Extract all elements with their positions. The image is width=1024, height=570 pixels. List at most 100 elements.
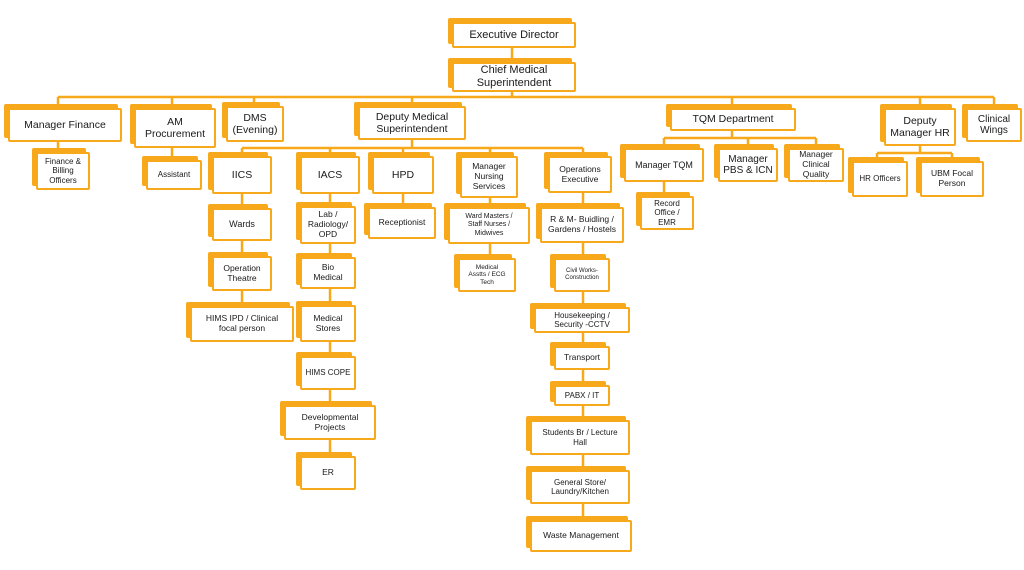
box-label: DMS (Evening) (232, 111, 278, 136)
box-label: ER (322, 467, 334, 478)
box-label: Students Br / Lecture Hall (542, 428, 618, 447)
box-label: Manager TQM (635, 159, 693, 170)
org-box-record-office: Record Office / EMR (636, 192, 694, 230)
box-face: ER (300, 456, 356, 490)
box-face: Chief Medical Superintendent (452, 62, 576, 92)
box-face: AM Procurement (134, 108, 216, 148)
box-label: Clinical Wings (977, 113, 1011, 137)
box-label: HIMS IPD / Clinical focal person (205, 313, 279, 333)
box-face: IACS (300, 156, 360, 194)
box-face: Receptionist (368, 207, 436, 239)
box-face: Civil Works- Construction (554, 258, 610, 292)
org-box-assistant: Assistant (142, 156, 202, 190)
box-label: Medical Asstts / ECG Tech (468, 263, 506, 286)
box-face: Operations Executive (548, 156, 612, 193)
box-face: DMS (Evening) (226, 106, 284, 142)
box-label: Operations Executive (559, 163, 601, 184)
box-label: General Store/ Laundry/Kitchen (551, 477, 609, 496)
box-face: Bio Medical (300, 257, 356, 289)
box-label: Finance & Billing Officers (44, 157, 82, 185)
box-face: Executive Director (452, 22, 576, 48)
box-label: UBM Focal Person (930, 168, 974, 188)
org-box-hims-cope: HIMS COPE (296, 352, 356, 390)
org-box-tqm-dept: TQM Department (666, 104, 796, 131)
box-label: Executive Director (469, 28, 559, 41)
box-face: Clinical Wings (966, 108, 1022, 142)
org-box-hpd: HPD (368, 152, 434, 194)
box-label: IICS (231, 168, 253, 181)
box-face: Developmental Projects (284, 405, 376, 440)
org-box-ubm-focal: UBM Focal Person (916, 157, 984, 197)
box-label: Manager Nursing Services (472, 161, 506, 191)
box-label: IACS (317, 168, 343, 181)
box-label: Civil Works- Construction (565, 268, 599, 281)
box-face: Deputy Medical Superintendent (358, 106, 466, 140)
box-face: Manager TQM (624, 148, 704, 182)
box-face: HIMS COPE (300, 356, 356, 390)
box-face: Manager Clinical Quality (788, 148, 844, 182)
box-face: Record Office / EMR (640, 196, 694, 230)
box-label: HR Officers (859, 174, 901, 184)
org-box-manager-nursing: Manager Nursing Services (456, 152, 518, 198)
org-box-manager-pbs: Manager PBS & ICN (714, 144, 778, 182)
org-box-transport: Transport (550, 342, 610, 370)
box-label: Wards (229, 219, 255, 230)
box-face: Manager Finance (8, 108, 122, 142)
org-box-hr-officers: HR Officers (848, 157, 908, 197)
box-face: UBM Focal Person (920, 161, 984, 197)
org-box-waste-mgmt: Waste Management (526, 516, 632, 552)
box-face: Manager Nursing Services (460, 156, 518, 198)
box-label: Transport (563, 352, 601, 363)
box-face: General Store/ Laundry/Kitchen (530, 470, 630, 504)
org-box-deputy-hr: Deputy Manager HR (880, 104, 956, 146)
box-label: AM Procurement (144, 115, 206, 140)
org-box-operations-exec: Operations Executive (544, 152, 612, 193)
org-box-er: ER (296, 452, 356, 490)
org-box-developmental-projects: Developmental Projects (280, 401, 376, 440)
box-face: Students Br / Lecture Hall (530, 420, 630, 455)
box-label: Deputy Medical Superintendent (375, 110, 449, 135)
box-face: Assistant (146, 160, 202, 190)
org-box-manager-clinical: Manager Clinical Quality (784, 144, 844, 182)
box-face: Housekeeping / Security -CCTV (534, 307, 630, 333)
box-face: R & M- Buidling / Gardens / Hostels (540, 207, 624, 243)
box-label: Housekeeping / Security -CCTV (554, 310, 610, 329)
org-box-bio-medical: Bio Medical (296, 253, 356, 289)
box-label: Manager Finance (24, 118, 106, 131)
org-box-students-br: Students Br / Lecture Hall (526, 416, 630, 455)
org-box-dms: DMS (Evening) (222, 102, 284, 142)
org-box-manager-finance: Manager Finance (4, 104, 122, 142)
box-face: Finance & Billing Officers (36, 152, 90, 190)
box-label: Receptionist (378, 217, 426, 228)
org-box-deputy-ms: Deputy Medical Superintendent (354, 102, 466, 140)
org-box-ward-masters: Ward Masters / Staff Nurses / Midwives (444, 203, 530, 244)
box-label: Lab / Radiology/ OPD (307, 209, 349, 239)
box-label: Manager PBS & ICN (723, 153, 773, 177)
box-face: Medical Asstts / ECG Tech (458, 258, 516, 292)
box-label: PABX / IT (564, 390, 600, 400)
box-label: Chief Medical Superintendent (476, 64, 552, 89)
box-label: Manager Clinical Quality (799, 149, 833, 179)
box-face: Waste Management (530, 520, 632, 552)
org-box-cms: Chief Medical Superintendent (448, 58, 576, 92)
org-box-manager-tqm: Manager TQM (620, 144, 704, 182)
org-box-lab-radiology: Lab / Radiology/ OPD (296, 202, 356, 244)
org-box-iacs: IACS (296, 152, 360, 194)
box-label: Bio Medical (313, 262, 343, 282)
box-face: IICS (212, 156, 272, 194)
box-face: HPD (372, 156, 434, 194)
box-face: HIMS IPD / Clinical focal person (190, 306, 294, 342)
org-box-pabx: PABX / IT (550, 381, 610, 406)
box-label: R & M- Buidling / Gardens / Hostels (547, 214, 617, 234)
box-label: Record Office / EMR (654, 199, 680, 227)
box-label: Assistant (157, 170, 191, 180)
box-label: HPD (391, 168, 415, 181)
org-box-general-store: General Store/ Laundry/Kitchen (526, 466, 630, 504)
box-label: TQM Department (692, 113, 774, 126)
box-label: Ward Masters / Staff Nurses / Midwives (465, 213, 513, 237)
box-label: Operation Theatre (223, 262, 261, 283)
box-face: Ward Masters / Staff Nurses / Midwives (448, 207, 530, 244)
org-box-clinical-wings: Clinical Wings (962, 104, 1022, 142)
box-face: Operation Theatre (212, 256, 272, 291)
box-label: Developmental Projects (301, 411, 359, 432)
